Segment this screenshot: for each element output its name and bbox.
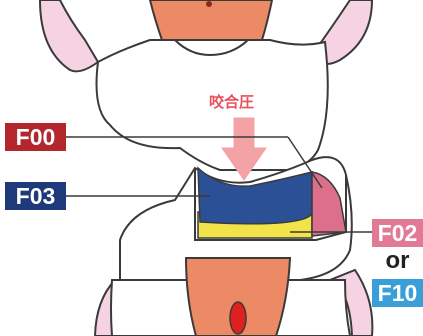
composite-blue-layer	[198, 168, 312, 224]
upper-cavity-dot	[206, 1, 212, 7]
lower-cavity-dot	[230, 302, 246, 334]
label-f02: F02	[372, 219, 423, 247]
label-f10: F10	[372, 279, 423, 307]
label-f03: F03	[5, 182, 66, 210]
label-or: or	[372, 247, 423, 275]
upper-gum-left	[40, 0, 98, 71]
label-f00: F00	[5, 123, 66, 151]
occlusal-pressure-label: 咬合圧	[209, 91, 289, 112]
